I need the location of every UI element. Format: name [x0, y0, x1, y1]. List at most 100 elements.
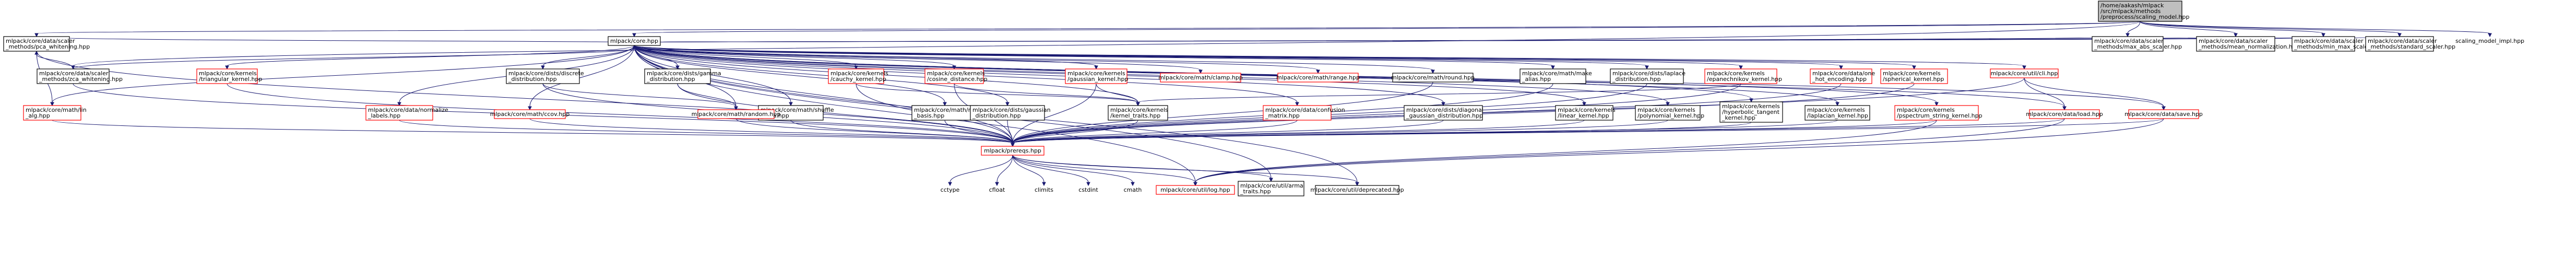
edge-root-to-pca-whitening-top — [34, 21, 2141, 38]
node-label: _methods/zca_whitening.hpp — [39, 76, 123, 83]
node-polynomial[interactable]: mlpack/core/kernels/polynomial_kernel.hp… — [1635, 105, 1704, 121]
node-range[interactable]: mlpack/core/math/range.hpp — [1276, 73, 1360, 83]
node-label: mlpack/core/data/scaler — [39, 70, 109, 77]
node-label: mlpack/core/dists/gamma — [647, 70, 721, 77]
node-mathlin[interactable]: mlpack/core/math/lin_alg.hpp — [23, 105, 87, 121]
node-pspectrum[interactable]: mlpack/core/kernels/pspectrum_string_ker… — [1894, 105, 1983, 121]
node-max-abs[interactable]: mlpack/core/data/scaler_methods/max_abs_… — [2092, 36, 2182, 52]
node-cauchy[interactable]: mlpack/core/kernels/cauchy_kernel.hpp — [828, 68, 888, 84]
node-label: /preprocess/scaling_model.hpp — [2100, 14, 2190, 20]
node-save[interactable]: mlpack/core/data/save.hpp — [2124, 109, 2203, 119]
node-root[interactable]: /home/aakash/mlpack/src/mlpack/methods/p… — [2098, 1, 2190, 22]
node-label: /polynomial_kernel.hpp — [1637, 112, 1704, 119]
node-discrete[interactable]: mlpack/core/dists/discrete_distribution.… — [506, 68, 584, 84]
node-box — [1392, 73, 1474, 83]
node-label: scaling_model_impl.hpp — [2455, 38, 2524, 44]
node-linear[interactable]: mlpack/core/kernels/linear_kernel.hpp — [1555, 105, 1616, 121]
edge-root-to-mean-norm — [2140, 21, 2238, 38]
node-label: mlpack/core/kernels — [927, 70, 985, 77]
node-ccov[interactable]: mlpack/core/math/ccov.hpp — [490, 109, 570, 119]
node-arma-traits[interactable]: mlpack/core/util/arma_traits.hpp — [1238, 181, 1304, 196]
node-label: cfloat — [989, 187, 1005, 193]
node-box — [1704, 68, 1777, 84]
node-cosine[interactable]: mlpack/core/kernels/cosine_distance.hpp — [924, 68, 988, 84]
node-deprecated[interactable]: mlpack/core/util/deprecated.hpp — [1310, 185, 1404, 195]
node-box — [1520, 68, 1586, 84]
node-label: mlpack/core/kernels — [1707, 70, 1765, 77]
node-box — [1108, 105, 1168, 121]
node-box — [494, 109, 566, 119]
node-climits: climits — [1035, 187, 1053, 193]
edge-core-to-ccov — [528, 45, 635, 111]
node-box — [911, 105, 978, 121]
node-diag-gauss[interactable]: mlpack/core/dists/diagonal_gaussian_dist… — [1404, 105, 1483, 121]
node-label: cmath — [1124, 187, 1142, 193]
node-hyperbolic[interactable]: mlpack/core/kernels/hyperbolic_tangent_k… — [1719, 101, 1783, 123]
node-label: mlpack/core/data/one — [1812, 70, 1875, 77]
node-label: mlpack/core/kernels — [830, 70, 888, 77]
node-label: /hyperbolic_tangent — [1722, 109, 1780, 115]
node-confusion[interactable]: mlpack/core/data/confusion_matrix.hpp — [1263, 105, 1345, 121]
node-label: mlpack/core/util/deprecated.hpp — [1310, 187, 1404, 193]
node-clamp[interactable]: mlpack/core/math/clamp.hpp — [1158, 73, 1243, 83]
node-standard[interactable]: mlpack/core/data/scaler_methods/standard… — [2365, 36, 2455, 52]
edge-core-to-triangular — [225, 45, 635, 70]
node-box — [1555, 105, 1613, 121]
node-log[interactable]: mlpack/core/util/log.hpp — [1156, 185, 1235, 195]
edge-zca-to-core — [73, 44, 636, 69]
node-kernel-traits[interactable]: mlpack/core/kernels/kernel_traits.hpp — [1108, 105, 1168, 121]
node-label: mlpack/core/util/arma — [1240, 182, 1303, 189]
node-box — [608, 36, 661, 46]
node-label: /cosine_distance.hpp — [927, 76, 988, 83]
node-label: _labels.hpp — [367, 112, 400, 119]
node-gamma[interactable]: mlpack/core/dists/gamma_distribution.hpp — [644, 68, 721, 84]
edge-cli-to-load — [2024, 77, 2067, 111]
edge-core-to-diag-gauss — [634, 45, 1445, 107]
node-label: mlpack/core/data/scaler — [2094, 38, 2164, 44]
node-label: mlpack/core/data/confusion — [1265, 107, 1345, 113]
edge-normalize-to-prereqs — [399, 120, 1015, 147]
node-spherical[interactable]: mlpack/core/kernels/spherical_kernel.hpp — [1880, 68, 1948, 84]
edge-core-to-clamp — [634, 45, 1203, 74]
node-label: mlpack/core/kernels — [1807, 107, 1865, 113]
node-label: mlpack/core/util/cli.hpp — [1991, 70, 2058, 77]
node-one-hot[interactable]: mlpack/core/data/one_hot_encoding.hpp — [1810, 68, 1875, 84]
node-box — [1156, 185, 1235, 195]
edge-root-to-max-abs — [2126, 21, 2141, 38]
edge-core-to-shuffle — [634, 45, 793, 107]
node-label: /home/aakash/mlpack — [2100, 2, 2164, 9]
node-box — [1810, 68, 1872, 84]
node-box — [2292, 36, 2355, 52]
node-prereqs[interactable]: mlpack/prereqs.hpp — [981, 146, 1044, 156]
node-gaussian-dist[interactable]: mlpack/core/dists/gaussian_distribution.… — [970, 105, 1051, 121]
node-pca-whitening-top[interactable]: mlpack/core/data/scaler_methods/pca_whit… — [3, 36, 90, 52]
node-make-alias[interactable]: mlpack/core/math/make_alias.hpp — [1520, 68, 1592, 84]
node-label: /pspectrum_string_kernel.hpp — [1897, 112, 1983, 119]
edge-root-to-scaling-impl — [2140, 21, 2492, 38]
node-label: mlpack/core/data/save.hpp — [2124, 111, 2203, 118]
node-laplace[interactable]: mlpack/core/dists/laplace_distribution.h… — [1610, 68, 1685, 84]
node-box — [1277, 73, 1359, 83]
node-gaussian-kernel[interactable]: mlpack/core/kernels/gaussian_kernel.hpp — [1065, 68, 1128, 84]
node-load[interactable]: mlpack/core/data/load.hpp — [2026, 109, 2103, 119]
node-core[interactable]: mlpack/core.hpp — [608, 36, 661, 46]
edge-prereqs-to-climits — [1012, 155, 1046, 187]
node-label: mlpack/core/data/load.hpp — [2026, 111, 2103, 118]
node-min-max[interactable]: mlpack/core/data/scaler_methods/min_max_… — [2292, 36, 2382, 52]
node-normalize[interactable]: mlpack/core/data/normalize_labels.hpp — [365, 105, 448, 121]
node-label: /spherical_kernel.hpp — [1883, 76, 1944, 83]
node-label: _methods/min_max_scaler.hpp — [2294, 43, 2382, 50]
node-cli[interactable]: mlpack/core/util/cli.hpp — [1990, 68, 2059, 78]
node-random[interactable]: mlpack/core/math/random.hpp — [692, 109, 781, 119]
node-label: mlpack/core/math/clamp.hpp — [1158, 74, 1243, 81]
node-triangular[interactable]: mlpack/core/kernels/triangular_kernel.hp… — [196, 68, 262, 84]
node-label: /laplacian_kernel.hpp — [1807, 112, 1868, 119]
node-mean-norm[interactable]: mlpack/core/data/scaler_methods/mean_nor… — [2196, 36, 2300, 52]
node-laplacian[interactable]: mlpack/core/kernels/laplacian_kernel.hpp — [1805, 105, 1870, 121]
node-round[interactable]: mlpack/core/math/round.hpp — [1391, 73, 1475, 83]
node-label: /triangular_kernel.hpp — [199, 76, 262, 83]
node-label: mlpack/core/data/scaler — [2368, 38, 2437, 44]
edge-prereqs-to-deprecated — [1012, 155, 1359, 187]
node-epanechnikov[interactable]: mlpack/core/kernels/epanechnikov_kernel.… — [1704, 68, 1782, 84]
node-zca[interactable]: mlpack/core/data/scaler_methods/zca_whit… — [37, 68, 123, 84]
